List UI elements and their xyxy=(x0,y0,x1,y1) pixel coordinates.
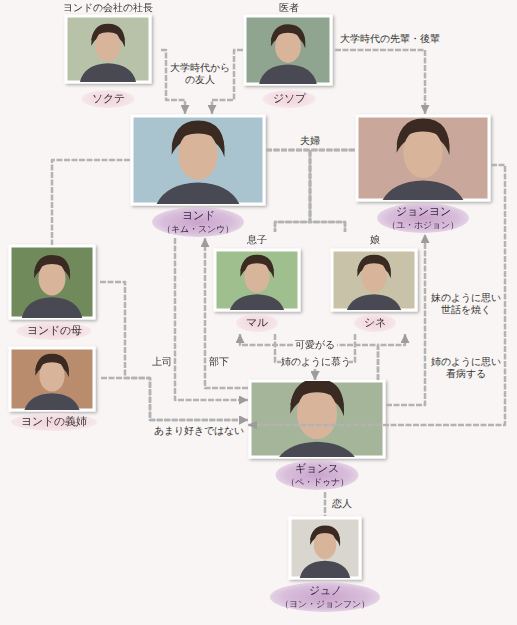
character-name: シネ xyxy=(364,316,386,330)
relation-line xyxy=(335,50,425,114)
relation-line xyxy=(240,334,378,380)
character-card: 娘シネ xyxy=(330,232,419,334)
portrait-figure xyxy=(21,255,82,320)
actor-name: （キム・スンウ） xyxy=(162,223,234,235)
character-name: ヨンド xyxy=(162,209,234,223)
character-name: ヨンドの義姉 xyxy=(21,415,87,429)
name-label: ヨンドの母 xyxy=(17,322,92,340)
relation-label: 大学時代の先輩・後輩 xyxy=(338,33,442,45)
character-card: ジュノ（ヨン・ジョンフン） xyxy=(265,516,385,616)
relation-label: 大学時代からの友人 xyxy=(169,62,231,86)
name-label: ジュノ（ヨン・ジョンフン） xyxy=(270,582,380,612)
relation-label: 上司 xyxy=(151,356,173,368)
portrait-figure xyxy=(153,120,243,215)
relation-line xyxy=(266,150,310,232)
character-card: ヨンドの会社の社長ソクテ xyxy=(55,2,161,114)
relation-line xyxy=(275,150,355,232)
portrait-figure xyxy=(345,255,402,315)
relation-label: 可愛がる xyxy=(293,339,337,351)
character-name: ギョンス xyxy=(286,462,349,476)
character-name: ジュノ xyxy=(280,584,370,598)
character-card: ヨンドの義姉 xyxy=(7,347,101,432)
name-label: シネ xyxy=(354,314,396,332)
relation-label: あまり好きではない xyxy=(152,425,246,437)
character-name: ヨンドの母 xyxy=(27,324,82,338)
name-label: ギョンス（ペ・ドゥナ） xyxy=(276,460,359,490)
portrait-figure xyxy=(23,354,80,414)
actor-name: （ユ・ホジョン） xyxy=(387,219,459,231)
relation-line xyxy=(266,150,345,232)
relation-label: 恋人 xyxy=(331,498,353,510)
relation-label: 夫婦 xyxy=(295,135,325,147)
name-label: マル xyxy=(236,314,278,332)
relation-line xyxy=(324,492,327,516)
role-caption: 息子 xyxy=(247,234,267,246)
character-card: ヨンドの母 xyxy=(8,245,100,341)
portrait-figure xyxy=(378,118,468,213)
name-label: ソクテ xyxy=(82,90,135,108)
character-name: ジョンヨン xyxy=(387,205,459,219)
name-label: ヨンドの義姉 xyxy=(11,413,97,431)
name-label: ジョンヨン（ユ・ホジョン） xyxy=(377,203,469,233)
portrait-photos xyxy=(10,16,489,580)
relation-label: 部下 xyxy=(208,356,230,368)
character-card: 息子マル xyxy=(213,232,301,334)
relation-label: 妹のように思い世話を焼く xyxy=(431,292,501,316)
character-name: マル xyxy=(246,316,268,330)
name-label: ジソプ xyxy=(263,90,316,108)
character-name: ジソプ xyxy=(273,92,306,106)
character-name: ソクテ xyxy=(92,92,125,106)
actor-name: （ペ・ドゥナ） xyxy=(286,476,349,488)
role-caption: 医者 xyxy=(279,2,299,14)
portrait-figure xyxy=(79,24,136,84)
name-label: ヨンド（キム・スンウ） xyxy=(152,207,244,237)
relation-line xyxy=(52,160,130,245)
relation-line xyxy=(205,238,248,388)
role-caption: 娘 xyxy=(370,234,380,246)
portrait-figure xyxy=(300,526,351,580)
character-card: ギョンス（ペ・ドゥナ） xyxy=(248,380,386,492)
character-card: ヨンド（キム・スンウ） xyxy=(130,114,266,238)
relation-line xyxy=(310,150,355,232)
actor-name: （ヨン・ジョンフン） xyxy=(280,598,370,610)
relation-label: 姉のように慕う xyxy=(281,356,349,368)
character-card: 医者ジソプ xyxy=(243,2,335,114)
portrait-figure xyxy=(228,255,285,315)
portrait-figure xyxy=(259,24,317,86)
relation-label: 姉のように思い看病する xyxy=(431,356,501,380)
role-caption: ヨンドの会社の社長 xyxy=(63,2,153,14)
relation-line xyxy=(378,334,405,380)
character-card: ジョンヨン（ユ・ホジョン） xyxy=(355,114,491,234)
relation-line xyxy=(248,165,505,425)
